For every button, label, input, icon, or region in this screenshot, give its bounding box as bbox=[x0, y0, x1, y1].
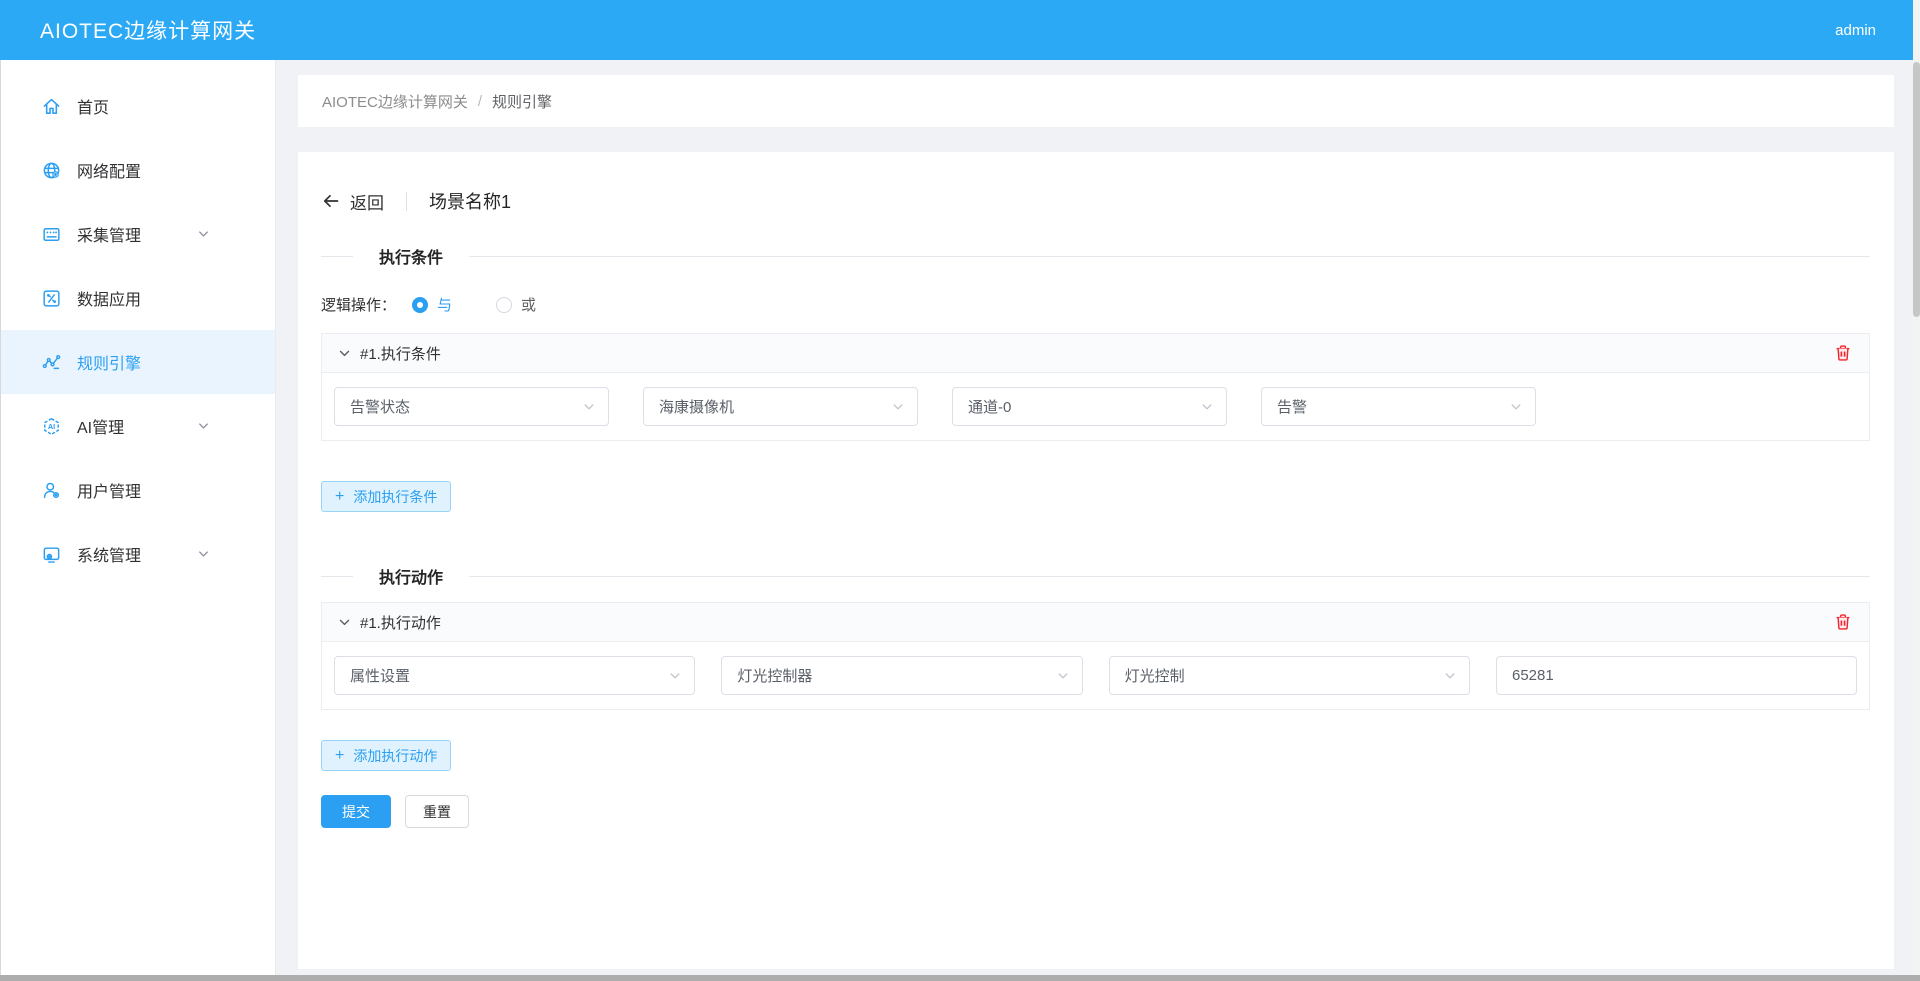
chevron-down-icon bbox=[582, 400, 596, 414]
action-device-select[interactable]: 灯光控制器 bbox=[721, 656, 1083, 695]
vertical-scrollbar-thumb[interactable] bbox=[1913, 62, 1920, 317]
chevron-down-icon bbox=[1200, 400, 1214, 414]
add-action-button[interactable]: + 添加执行动作 bbox=[321, 740, 452, 771]
action-panel-body: 属性设置 灯光控制器 灯光控制 bbox=[322, 642, 1869, 709]
sidebar-item-label: 用户管理 bbox=[77, 484, 142, 501]
plus-icon: + bbox=[335, 746, 345, 764]
radio-label: 或 bbox=[521, 297, 537, 314]
sidebar-item-home[interactable]: 首页 bbox=[1, 74, 275, 138]
radio-checked-icon bbox=[412, 296, 429, 313]
arrow-left-icon bbox=[321, 191, 341, 211]
sidebar-item-system[interactable]: 系统管理 bbox=[1, 522, 275, 586]
breadcrumb-separator: / bbox=[477, 92, 483, 110]
chevron-down-icon bbox=[1056, 669, 1070, 683]
action-panel-title: #1.执行动作 bbox=[360, 614, 441, 632]
page-header-row: 返回 场景名称1 bbox=[321, 188, 1870, 214]
breadcrumb-current: 规则引擎 bbox=[492, 93, 553, 111]
back-button[interactable]: 返回 bbox=[321, 189, 384, 214]
rule-engine-icon bbox=[41, 352, 62, 373]
logic-label: 逻辑操作： bbox=[321, 297, 397, 314]
collection-icon bbox=[41, 224, 62, 245]
chevron-down-icon bbox=[197, 420, 210, 433]
app-header: AIOTEC边缘计算网关 admin bbox=[0, 0, 1920, 60]
chevron-down-icon bbox=[1509, 400, 1523, 414]
main-area: AIOTEC边缘计算网关 / 规则引擎 返回 场景名称1 执行条件 bbox=[276, 60, 1920, 975]
action-section-divider: 执行动作 bbox=[321, 564, 1870, 588]
condition-panel: #1.执行条件 告警状态 海康摄像机 通道-0 bbox=[321, 333, 1870, 441]
submit-button[interactable]: 提交 bbox=[321, 795, 391, 828]
sidebar-item-network[interactable]: 网络配置 bbox=[1, 138, 275, 202]
logic-operation-row: 逻辑操作： 与 或 bbox=[321, 294, 1870, 315]
horizontal-scrollbar[interactable] bbox=[0, 975, 1920, 981]
form-actions-row: 提交 重置 bbox=[321, 795, 1870, 828]
plus-icon: + bbox=[335, 487, 345, 505]
breadcrumb-root[interactable]: AIOTEC边缘计算网关 bbox=[322, 93, 468, 111]
back-label: 返回 bbox=[350, 193, 384, 213]
condition-section-divider: 执行条件 bbox=[321, 244, 1870, 268]
action-value-input[interactable] bbox=[1495, 656, 1858, 695]
sidebar-item-rule-engine[interactable]: 规则引擎 bbox=[1, 330, 275, 394]
chevron-down-icon bbox=[1443, 669, 1457, 683]
action-section-title: 执行动作 bbox=[379, 570, 444, 587]
header-username[interactable]: admin bbox=[1835, 21, 1876, 39]
delete-condition-button[interactable] bbox=[1833, 343, 1853, 363]
sidebar-item-data-app[interactable]: 数据应用 bbox=[1, 266, 275, 330]
sidebar-item-label: 系统管理 bbox=[77, 548, 142, 565]
logic-radio-and[interactable]: 与 bbox=[412, 294, 452, 315]
vertical-scrollbar[interactable] bbox=[1913, 0, 1920, 981]
breadcrumb: AIOTEC边缘计算网关 / 规则引擎 bbox=[298, 75, 1894, 127]
logic-radio-or[interactable]: 或 bbox=[496, 294, 536, 315]
chevron-down-icon bbox=[891, 400, 905, 414]
svg-text:AI: AI bbox=[48, 422, 55, 431]
sidebar-item-label: AI管理 bbox=[77, 420, 125, 437]
scene-title: 场景名称1 bbox=[429, 192, 512, 212]
action-type-select[interactable]: 属性设置 bbox=[334, 656, 696, 695]
home-icon bbox=[41, 96, 62, 117]
condition-panel-header[interactable]: #1.执行条件 bbox=[322, 334, 1869, 373]
chevron-down-icon bbox=[197, 548, 210, 561]
collapse-arrow-icon bbox=[338, 347, 351, 360]
sidebar-item-label: 网络配置 bbox=[77, 164, 142, 181]
chevron-down-icon bbox=[668, 669, 682, 683]
sidebar-item-ai[interactable]: AI AI管理 bbox=[1, 394, 275, 458]
sidebar-item-user-mgmt[interactable]: 用户管理 bbox=[1, 458, 275, 522]
add-condition-button[interactable]: + 添加执行条件 bbox=[321, 481, 452, 512]
action-panel: #1.执行动作 属性设置 灯光控制器 灯光控制 bbox=[321, 602, 1870, 710]
chevron-down-icon bbox=[197, 228, 210, 241]
sidebar: 首页 网络配置 采集管理 数据应用 bbox=[0, 60, 276, 975]
condition-panel-title: #1.执行条件 bbox=[360, 345, 441, 363]
condition-type-select[interactable]: 告警状态 bbox=[334, 387, 609, 426]
action-panel-header[interactable]: #1.执行动作 bbox=[322, 603, 1869, 642]
condition-section-title: 执行条件 bbox=[379, 250, 444, 267]
sidebar-item-label: 数据应用 bbox=[77, 292, 142, 309]
radio-unchecked-icon bbox=[496, 296, 513, 313]
rule-detail-card: 返回 场景名称1 执行条件 逻辑操作： 与 bbox=[298, 152, 1894, 969]
system-icon bbox=[41, 544, 62, 565]
condition-device-select[interactable]: 海康摄像机 bbox=[643, 387, 918, 426]
condition-channel-select[interactable]: 通道-0 bbox=[952, 387, 1227, 426]
ai-icon: AI bbox=[41, 416, 62, 437]
reset-button[interactable]: 重置 bbox=[405, 795, 469, 828]
radio-label: 与 bbox=[437, 297, 453, 314]
sidebar-item-label: 采集管理 bbox=[77, 228, 142, 245]
data-app-icon bbox=[41, 288, 62, 309]
collapse-arrow-icon bbox=[338, 616, 351, 629]
sidebar-item-label: 首页 bbox=[77, 100, 110, 117]
delete-action-button[interactable] bbox=[1833, 612, 1853, 632]
condition-value-select[interactable]: 告警 bbox=[1261, 387, 1536, 426]
action-property-select[interactable]: 灯光控制 bbox=[1108, 656, 1470, 695]
logic-radio-group: 与 或 bbox=[412, 294, 580, 315]
network-icon bbox=[41, 160, 62, 181]
user-icon bbox=[41, 480, 62, 501]
sidebar-item-label: 规则引擎 bbox=[77, 356, 142, 373]
app-title: AIOTEC边缘计算网关 bbox=[40, 20, 257, 43]
sidebar-item-collection[interactable]: 采集管理 bbox=[1, 202, 275, 266]
condition-panel-body: 告警状态 海康摄像机 通道-0 告警 bbox=[322, 373, 1869, 440]
vertical-divider bbox=[406, 191, 407, 211]
